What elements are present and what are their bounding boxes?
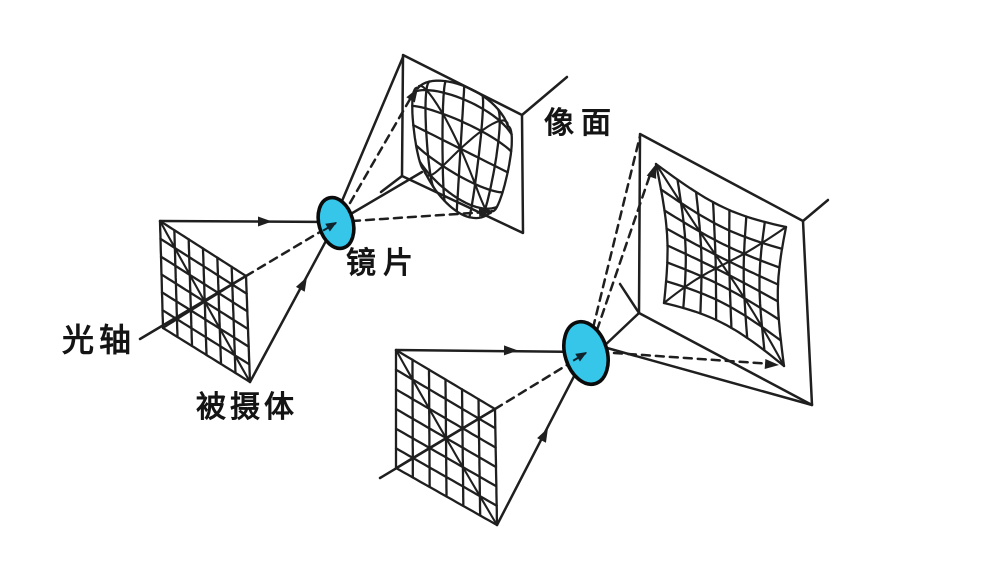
ray-solid	[158, 219, 336, 224]
grid-line	[742, 215, 749, 340]
ray-solid	[379, 174, 404, 194]
grid-line	[776, 225, 788, 368]
grid-line	[244, 274, 252, 384]
grid-line	[460, 388, 465, 508]
object-grid	[394, 348, 499, 527]
grid-line	[161, 326, 252, 384]
rays-left-barrel	[138, 55, 569, 384]
ray-solid	[598, 344, 814, 407]
grid-line	[666, 261, 780, 321]
lens-right-pincushion	[562, 319, 610, 387]
ray-dashed	[595, 170, 653, 332]
label-lens: 镜片	[346, 246, 420, 281]
grid-line	[394, 407, 497, 470]
image-plane	[400, 53, 525, 235]
grid-line	[654, 162, 788, 229]
grid-line	[664, 280, 783, 342]
ray-dashed	[348, 92, 415, 205]
grid-line	[758, 220, 766, 352]
image-grid-barrel	[411, 79, 513, 220]
ray-solid	[520, 75, 569, 117]
arrows-left-barrel	[258, 88, 493, 292]
arrowhead	[503, 345, 518, 356]
grid-line	[490, 124, 513, 213]
grid-line	[662, 225, 788, 305]
ray-solid	[495, 355, 586, 527]
grid-line	[694, 190, 703, 315]
ray-dashed	[350, 210, 489, 223]
diagram-left-barrel	[138, 53, 569, 384]
grid-line	[493, 407, 499, 527]
arrowhead	[646, 164, 657, 179]
ray-solid	[801, 198, 830, 223]
label-optical-axis: 光轴	[62, 321, 137, 359]
ray-solid	[248, 224, 336, 384]
grid-line	[161, 274, 248, 330]
ray-solid	[340, 55, 405, 203]
grid-line	[422, 168, 494, 220]
arrowhead	[258, 216, 272, 227]
grid-line	[666, 244, 779, 303]
ray-solid	[394, 348, 587, 354]
arrows-right-pincushion	[503, 164, 779, 443]
object-grid	[158, 219, 252, 384]
image-grid-pincushion	[654, 162, 788, 368]
arrowhead	[325, 222, 337, 232]
arrowhead	[478, 206, 493, 217]
grid-line	[665, 227, 780, 286]
ray-solid	[600, 311, 641, 350]
grid-line	[659, 188, 784, 250]
arrowhead	[764, 359, 779, 370]
grid-line	[728, 208, 733, 330]
ray-solid	[618, 282, 641, 315]
label-image-plane: 像面	[544, 106, 618, 141]
label-subject: 被摄体	[196, 390, 298, 425]
grid-line	[422, 119, 510, 177]
ray-solid	[347, 170, 424, 217]
grid-line	[663, 209, 781, 269]
grid-line	[676, 178, 687, 310]
arrowhead	[406, 88, 418, 103]
arrowhead	[295, 277, 307, 292]
arrowhead	[537, 428, 548, 443]
grid-line	[654, 162, 669, 305]
ray-dashed	[591, 134, 642, 330]
arrowhead	[575, 352, 587, 362]
grid-line	[662, 301, 786, 368]
lens-left-barrel	[316, 195, 356, 251]
grid-line	[394, 466, 499, 527]
grid-line	[711, 200, 718, 322]
